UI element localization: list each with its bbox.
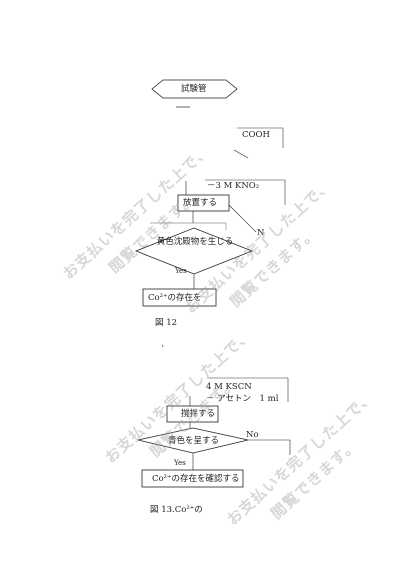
result-label-1: Co²⁺の存在を xyxy=(148,293,202,303)
decision-diamond-1 xyxy=(134,227,254,275)
result-box-2 xyxy=(141,469,244,488)
figure-caption-13: 図 13.Co²⁺の xyxy=(150,505,203,515)
decision-label-2: 青色を呈する xyxy=(168,436,220,446)
start-hexagon xyxy=(151,79,238,99)
start-label: 試験管 xyxy=(181,84,207,94)
yes-label-2: Yes xyxy=(174,459,186,467)
yes-label-1: Yes xyxy=(175,267,187,275)
no-label-1: N xyxy=(257,228,265,238)
no-label-2: No xyxy=(246,430,259,440)
step-leave-label: 放置する xyxy=(183,198,218,208)
step-leave-box xyxy=(177,194,230,212)
figure-caption-12: 図 12 xyxy=(155,318,178,328)
result-label-2: Co²⁺の存在を確認する xyxy=(152,474,240,484)
cooh-bracket xyxy=(237,127,284,148)
reagent-cooh: COOH xyxy=(242,130,270,140)
decision-label-1: 黄色沈殿物を生じる xyxy=(156,237,234,247)
result-box-1 xyxy=(142,288,217,307)
reagent-kno2: －3 M KNO₂ xyxy=(207,181,260,191)
step-stir-box xyxy=(166,405,219,423)
reagent-kscn: 4 M KSCN xyxy=(206,382,252,392)
step-stir-label: 撹拌する xyxy=(181,409,216,419)
reagent-acetone: － アセトン 1 ml xyxy=(206,394,279,404)
